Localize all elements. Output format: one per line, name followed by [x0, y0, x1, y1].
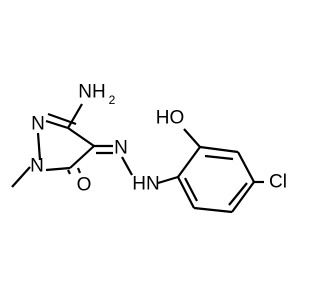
bond-c3-n2	[45, 119, 69, 130]
hydroxyl-label: HO	[156, 108, 185, 129]
bond-n2-n1	[36, 132, 42, 161]
pyrazolone-ring	[36, 112, 95, 172]
bond-n1-c5	[45, 166, 71, 172]
bond-ar-inner-1	[204, 154, 234, 161]
bond-ar-c4-c5	[231, 181, 255, 213]
bond-n-nh	[121, 156, 133, 176]
bond-ar-c1-c2	[177, 146, 201, 178]
ring-nitrogen-2-label: N	[31, 114, 45, 135]
bond-ar-inner-3	[184, 177, 198, 202]
benzene-ring	[177, 145, 255, 214]
bond-c5-o	[67, 169, 71, 175]
bond-ar-c5-c6	[193, 206, 233, 214]
bond-nh-aryl	[157, 175, 179, 185]
bond-c4-c3	[67, 127, 95, 147]
bond-c5-o-double	[76, 167, 82, 174]
bond-ar-c6-c1	[177, 176, 195, 209]
bond-ar-c2-c3	[199, 145, 239, 154]
ring-nitrogen-1-label: N	[30, 156, 44, 177]
bond-ar-oh	[183, 128, 201, 148]
amino-subscript: 2	[109, 93, 116, 107]
bond-c5-c4	[69, 145, 95, 169]
bond-c3-nh2	[67, 103, 83, 129]
hydrazone-n-label: N	[114, 138, 128, 159]
bond-n1-methyl	[11, 166, 31, 188]
bond-ar-inner-2	[228, 182, 248, 206]
hydrazone-nh-label: HN	[132, 174, 159, 195]
chlorine-label: Cl	[269, 172, 287, 193]
bond-ar-c3-c4	[237, 151, 255, 183]
carbonyl-oxygen-label: O	[77, 175, 92, 196]
chemical-structure-diagram: NH 2 HO N N N HN O Cl	[11, 82, 287, 214]
amino-label: NH	[78, 82, 105, 103]
